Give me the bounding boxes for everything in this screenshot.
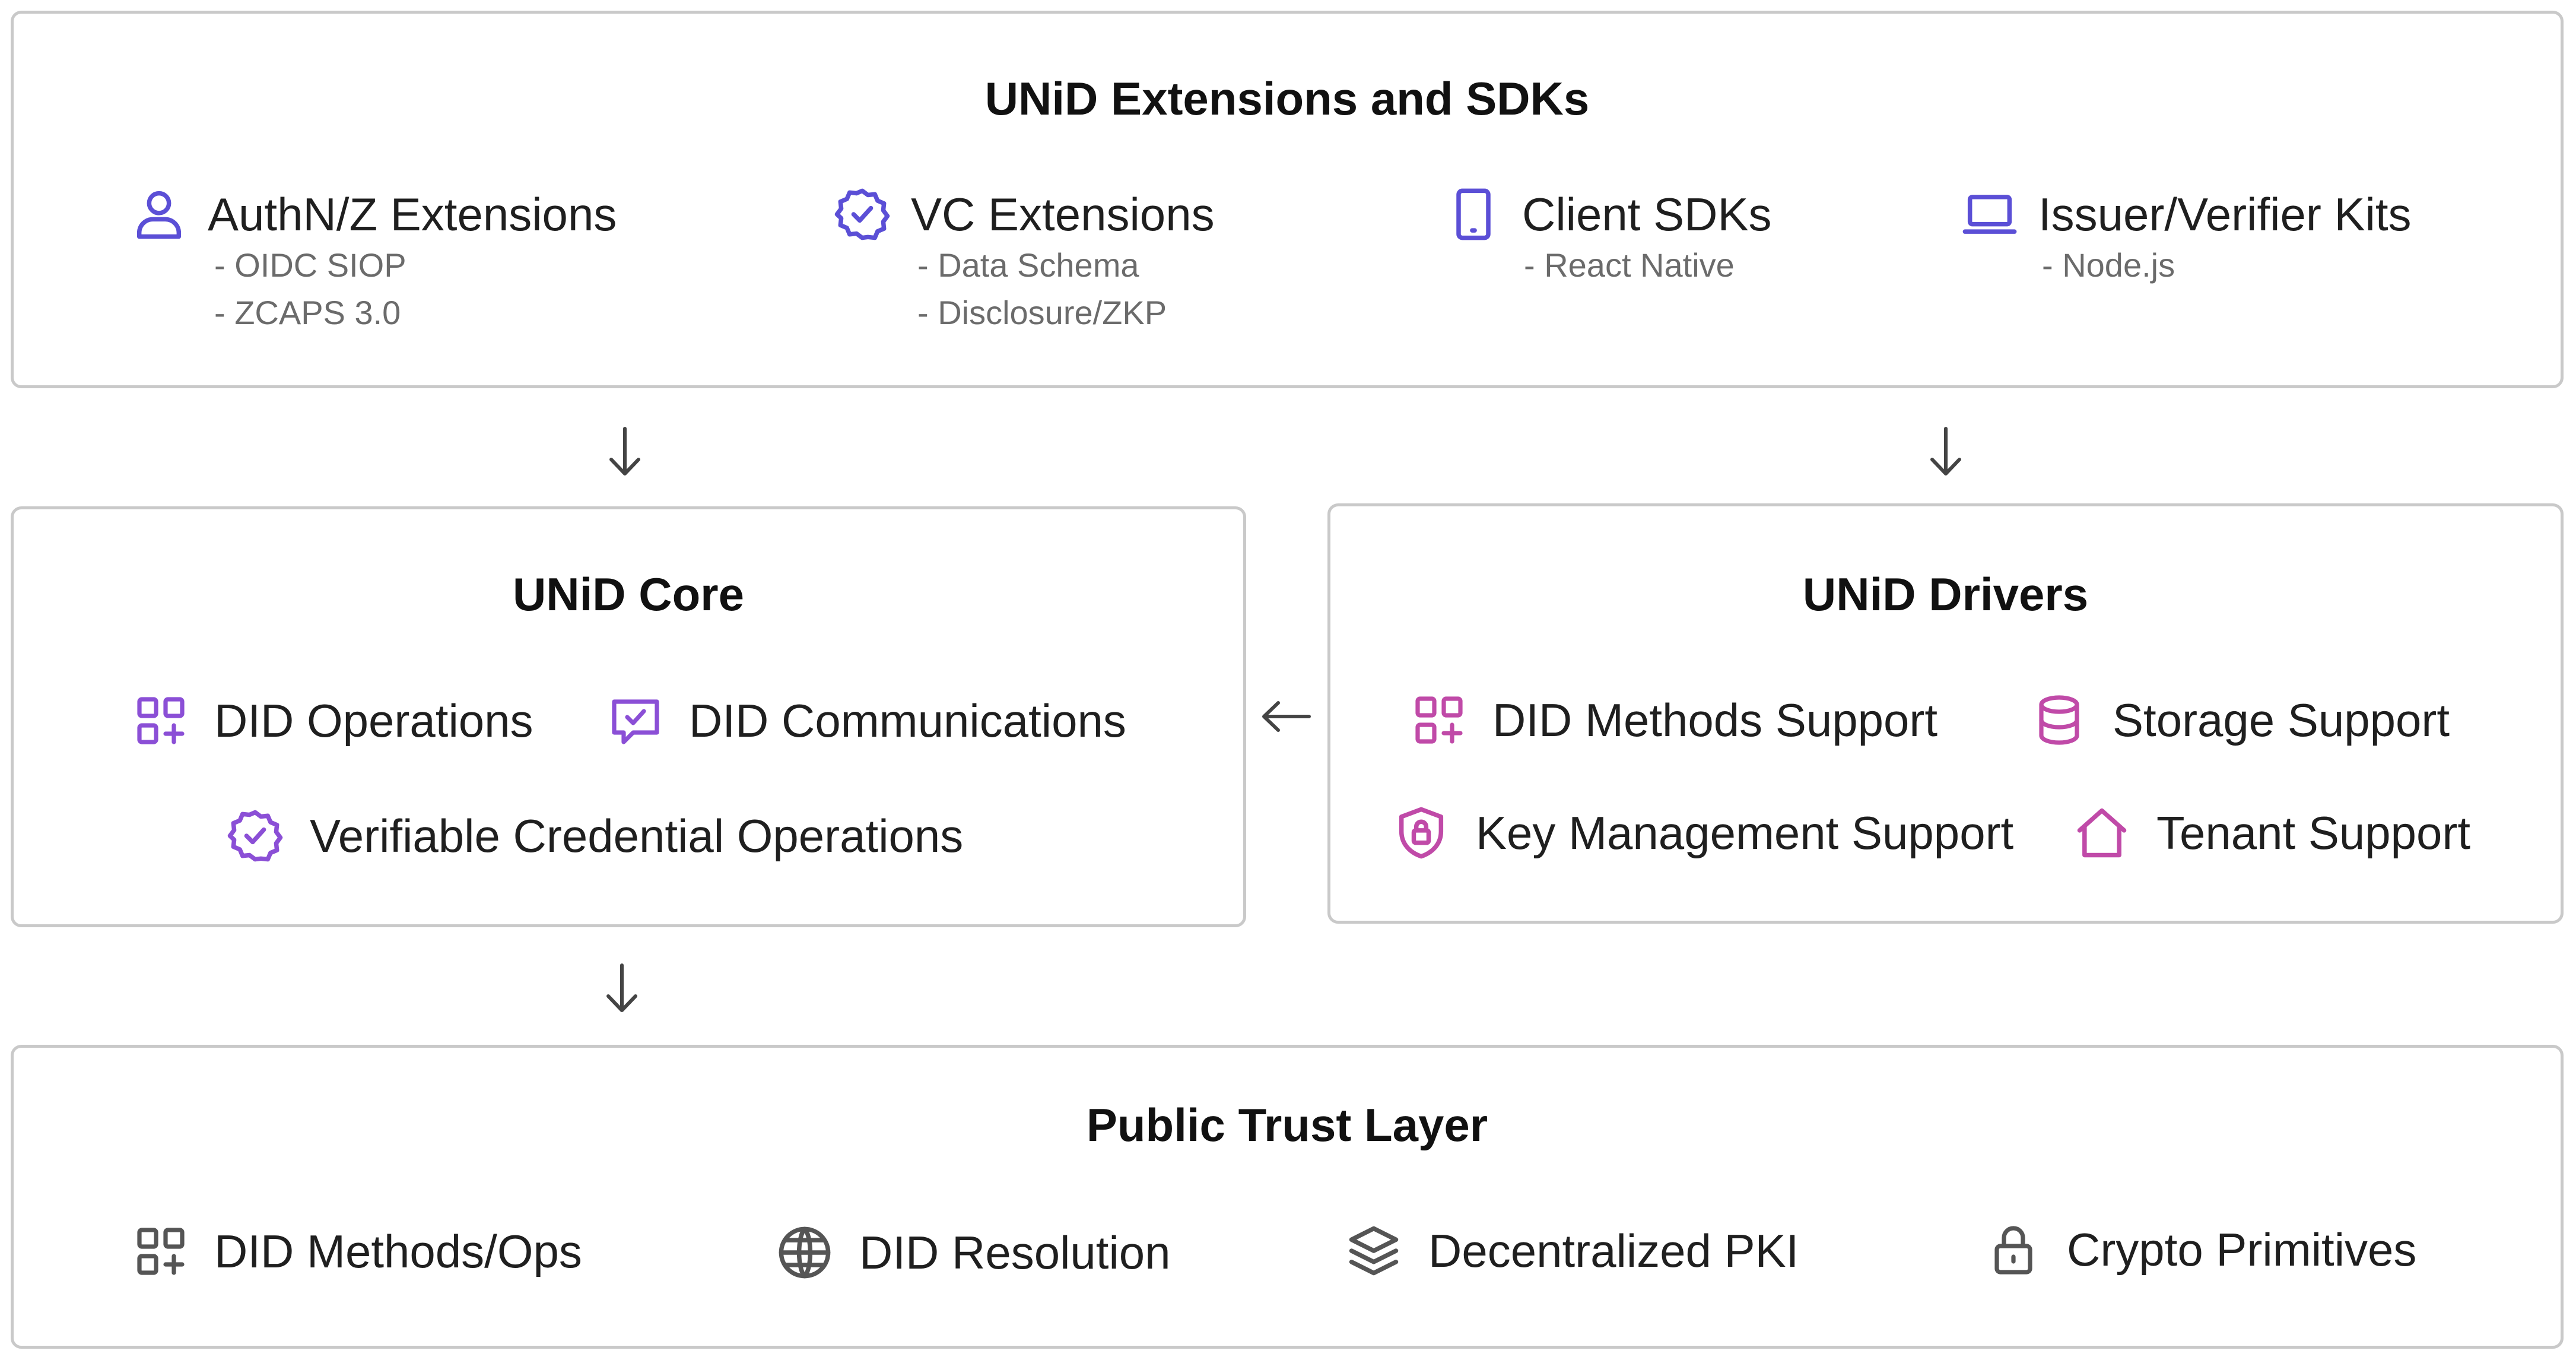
verified-badge-icon (225, 806, 285, 866)
grid-plus-icon (132, 692, 189, 749)
trust-box: Public Trust Layer DID Methods/Ops DID R… (11, 1045, 2564, 1349)
drivers-title: UNiD Drivers (1802, 568, 2089, 620)
driver-item-storage: Storage Support (2031, 692, 2450, 749)
shield-lock-icon (1392, 803, 1451, 863)
driver-label: Tenant Support (2156, 806, 2471, 859)
driver-item-tenant: Tenant Support (2072, 803, 2470, 863)
extension-label: Client SDKs (1522, 188, 1772, 240)
trust-label: Crypto Primitives (2067, 1223, 2417, 1276)
driver-label: Storage Support (2113, 693, 2450, 746)
globe-icon (775, 1223, 834, 1282)
trust-item-crypto-primitives: Crypto Primitives (1985, 1221, 2416, 1278)
core-item-vc-operations: Verifiable Credential Operations (225, 806, 963, 866)
home-icon (2072, 803, 2132, 863)
lock-icon (1985, 1221, 2042, 1278)
grid-plus-icon (132, 1223, 189, 1280)
core-item-did-operations: DID Operations (132, 692, 533, 749)
arrow-down-icon (1925, 425, 1967, 478)
extension-sub: - Data Schema (917, 246, 1139, 284)
verified-badge-icon (833, 185, 892, 244)
laptop-icon (1960, 185, 2019, 244)
core-item-did-communications: DID Communications (607, 692, 1126, 749)
extensions-title: UNiD Extensions and SDKs (984, 72, 1590, 125)
layers-icon (1344, 1221, 1403, 1280)
extensions-box: UNiD Extensions and SDKs AuthN/Z Extensi… (11, 11, 2564, 388)
phone-icon (1444, 185, 1503, 244)
user-icon (129, 185, 189, 244)
extension-item-client-sdks: Client SDKs (1444, 185, 1771, 244)
arrow-down-icon (604, 425, 646, 478)
core-label: Verifiable Credential Operations (310, 809, 964, 862)
core-label: DID Operations (214, 694, 533, 747)
driver-label: DID Methods Support (1492, 693, 1938, 746)
extension-label: AuthN/Z Extensions (208, 188, 617, 240)
trust-label: Decentralized PKI (1428, 1224, 1799, 1277)
trust-label: DID Resolution (859, 1226, 1171, 1279)
arrow-left-icon (1259, 696, 1313, 737)
trust-item-did-methods-ops: DID Methods/Ops (132, 1223, 582, 1280)
extension-sub: - Disclosure/ZKP (917, 294, 1167, 331)
extension-sub: - OIDC SIOP (214, 246, 406, 284)
database-icon (2031, 692, 2088, 749)
trust-title: Public Trust Layer (1086, 1099, 1488, 1151)
trust-item-did-resolution: DID Resolution (775, 1223, 1171, 1282)
extension-sub: - ZCAPS 3.0 (214, 294, 401, 331)
message-check-icon (607, 692, 664, 749)
extension-label: Issuer/Verifier Kits (2038, 188, 2412, 240)
extension-label: VC Extensions (911, 188, 1215, 240)
extension-sub: - React Native (1524, 246, 1735, 284)
core-label: DID Communications (689, 694, 1126, 747)
grid-plus-icon (1411, 692, 1468, 749)
extension-sub: - Node.js (2042, 246, 2175, 284)
trust-item-decentralized-pki: Decentralized PKI (1344, 1221, 1799, 1280)
core-title: UNiD Core (512, 568, 745, 620)
extension-item-issuer-kits: Issuer/Verifier Kits (1960, 185, 2412, 244)
arrow-down-icon (601, 962, 643, 1015)
driver-item-did-methods: DID Methods Support (1411, 692, 1937, 749)
extension-item-vc: VC Extensions (833, 185, 1215, 244)
driver-item-key-management: Key Management Support (1392, 803, 2013, 863)
core-box: UNiD Core DID Operations DID Communicati… (11, 506, 1246, 927)
driver-label: Key Management Support (1476, 806, 2014, 859)
drivers-box: UNiD Drivers DID Methods Support Storage… (1327, 503, 2564, 924)
extension-item-authnz: AuthN/Z Extensions (129, 185, 617, 244)
trust-label: DID Methods/Ops (214, 1225, 582, 1277)
